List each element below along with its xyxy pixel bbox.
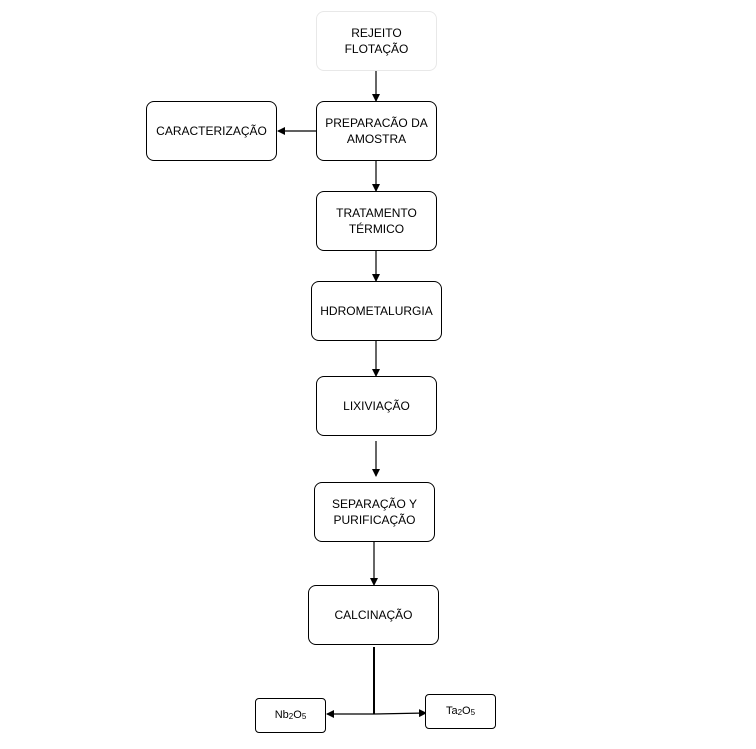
node-rejeito-flotacao: REJEITO FLOTAÇÃO <box>316 11 437 71</box>
node-caracterizacao: CARACTERIZAÇÃO <box>146 101 277 161</box>
ta2o5-formula: Ta2O5 <box>445 705 476 717</box>
node-ta2o5: Ta2O5 <box>425 694 496 729</box>
node-preparacao-amostra: PREPARACÃO DA AMOSTRA <box>316 101 437 161</box>
node-caracterizacao-label: CARACTERIZAÇÃO <box>156 124 267 138</box>
nb2o5-formula: Nb2O5 <box>274 709 307 721</box>
node-calcinacao: CALCINAÇÃO <box>308 585 439 645</box>
node-rejeito-flotacao-label: REJEITO FLOTAÇÃO <box>344 26 409 56</box>
node-separacao-purificacao: SEPARAÇÃO Y PURIFICAÇÃO <box>314 482 435 542</box>
node-separacao-purificacao-label: SEPARAÇÃO Y PURIFICAÇÃO <box>332 497 417 527</box>
node-calcinacao-label: CALCINAÇÃO <box>334 608 413 622</box>
node-hidrometalurgia: HDROMETALURGIA <box>311 281 442 341</box>
node-preparacao-amostra-label: PREPARACÃO DA AMOSTRA <box>325 116 428 146</box>
arrow-split-to-ta2o5 <box>373 709 427 718</box>
node-nb2o5: Nb2O5 <box>255 698 326 733</box>
node-lixiviacao-label: LIXIVIAÇÃO <box>343 399 410 413</box>
node-tratamento-termico-label: TRATAMENTO TÉRMICO <box>336 206 417 236</box>
node-hidrometalurgia-label: HDROMETALURGIA <box>320 304 433 318</box>
node-lixiviacao: LIXIVIAÇÃO <box>316 376 437 436</box>
node-tratamento-termico: TRATAMENTO TÉRMICO <box>316 191 437 251</box>
